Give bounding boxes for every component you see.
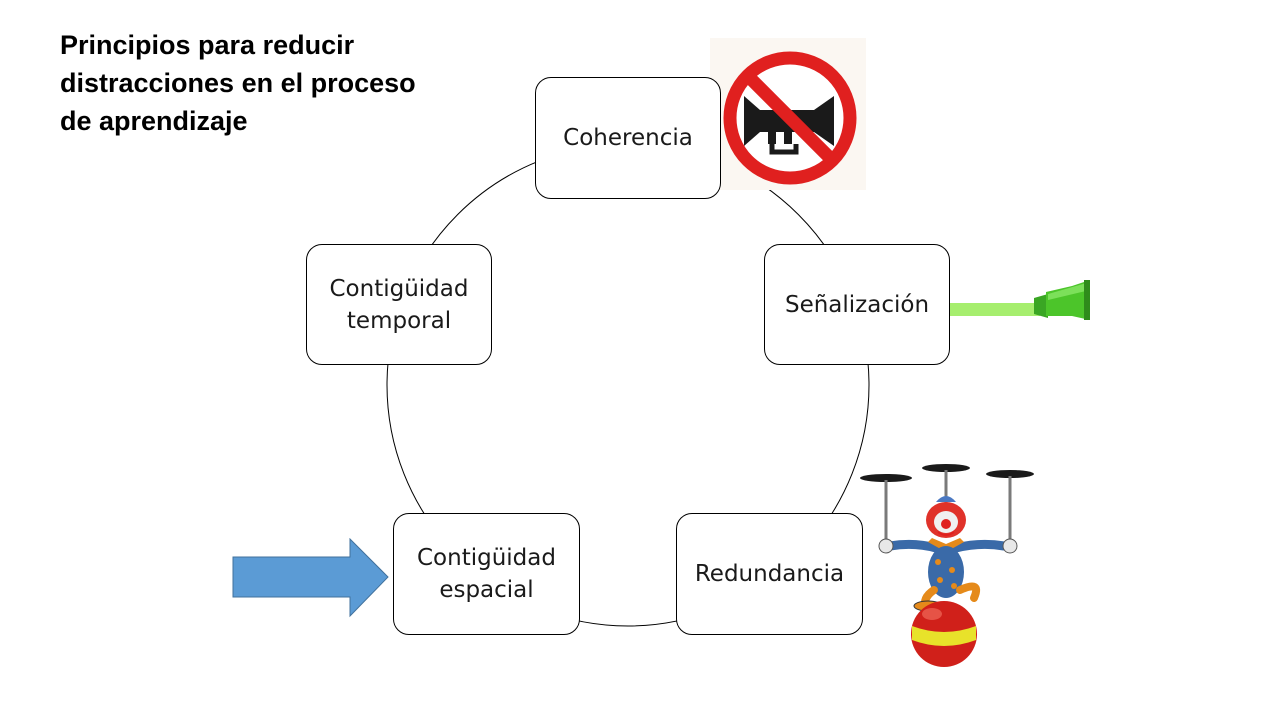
node-redundancia: Redundancia	[676, 513, 863, 635]
node-redundancia-label: Redundancia	[694, 561, 845, 587]
highlighter-marker-icon	[950, 280, 1090, 320]
node-contiguidad-espacial-line-2: espacial	[439, 577, 534, 603]
node-coherencia: Coherencia	[535, 77, 721, 199]
node-contiguidad-espacial-line-1: Contigüidad	[417, 545, 556, 571]
juggling-clown-icon	[860, 464, 1034, 667]
title-line-3: de aprendizaje	[60, 106, 248, 136]
slide-title: Principios para reducir distracciones en…	[60, 26, 440, 140]
title-line-1: Principios para reducir	[60, 30, 355, 60]
node-senalizacion: Señalización	[764, 244, 950, 365]
node-senalizacion-label: Señalización	[784, 291, 930, 318]
node-contiguidad-temporal: Contigüidad temporal	[306, 244, 492, 365]
node-contiguidad-temporal-line-1: Contigüidad	[329, 275, 469, 302]
node-contiguidad-espacial: Contigüidad espacial	[393, 513, 580, 635]
node-coherencia-label: Coherencia	[563, 125, 693, 151]
title-line-2: distracciones en el proceso	[60, 68, 416, 98]
arrow-right-icon	[232, 538, 389, 618]
node-contiguidad-temporal-line-2: temporal	[346, 307, 452, 334]
no-horn-sign-icon	[710, 38, 866, 190]
